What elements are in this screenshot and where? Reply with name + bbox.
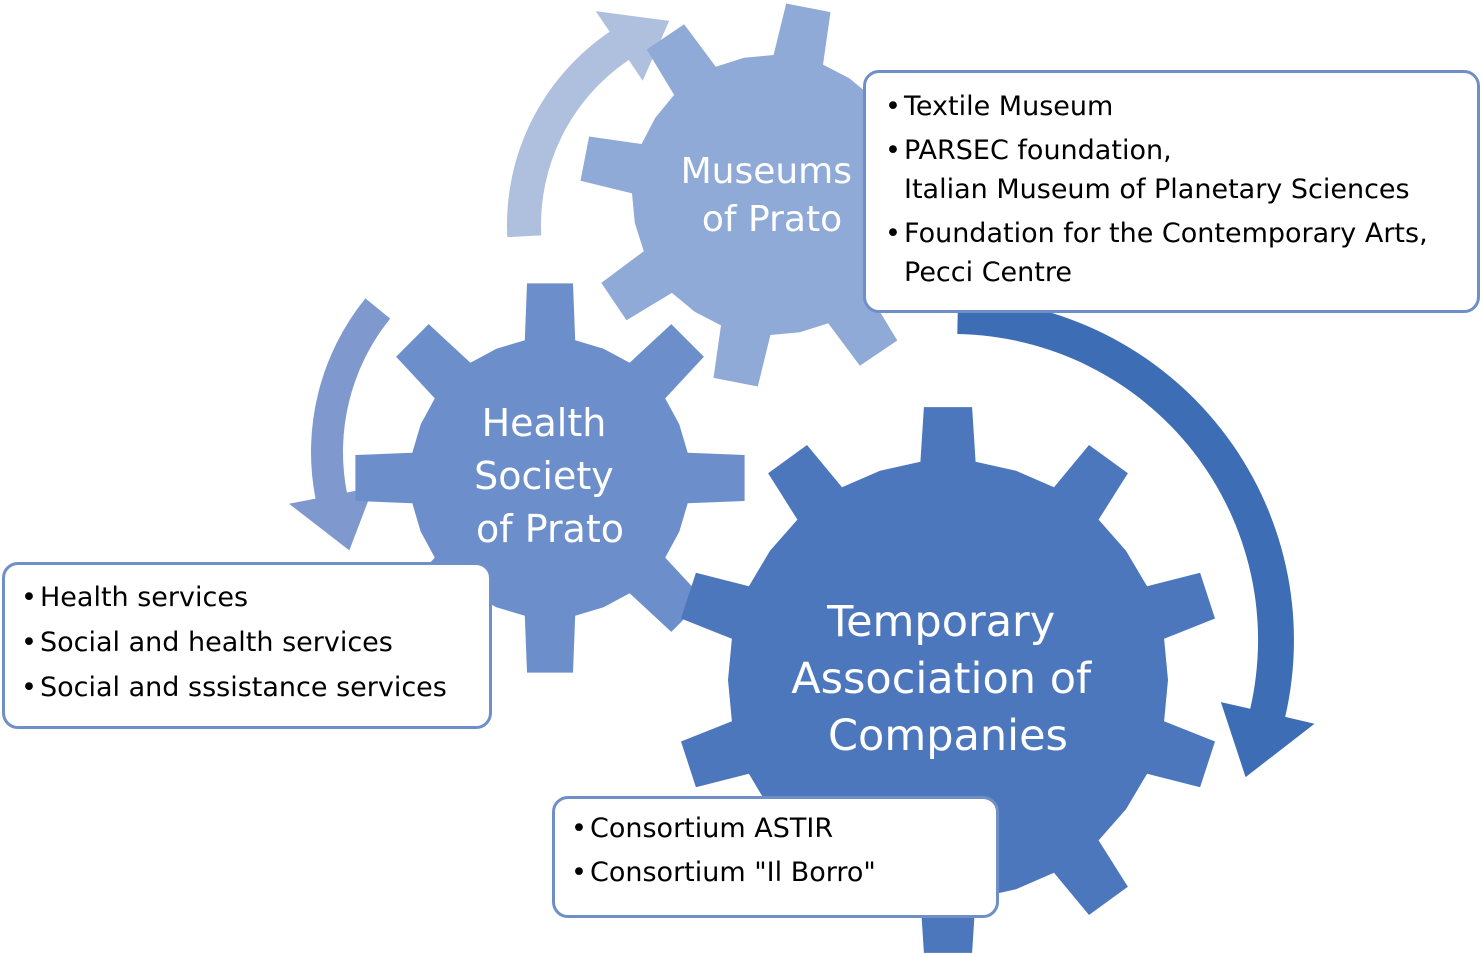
list-item: Social and health services bbox=[21, 623, 481, 662]
list-item-line: Health services bbox=[40, 582, 249, 613]
list-item: Health services bbox=[21, 578, 481, 617]
list-item: Consortium ASTIR bbox=[571, 809, 988, 848]
gear-label-line: Society bbox=[474, 454, 614, 498]
museums-list: Textile Museum PARSEC foundation, Italia… bbox=[885, 87, 1467, 292]
museums-list-box: Textile Museum PARSEC foundation, Italia… bbox=[863, 70, 1480, 313]
gear-label-line: Temporary bbox=[826, 597, 1055, 647]
list-item: PARSEC foundation, Italian Museum of Pla… bbox=[885, 131, 1467, 209]
gear-label-line: Association of bbox=[791, 654, 1092, 704]
gear-label-line: Museums bbox=[681, 151, 852, 192]
list-item-line: Foundation for the Contemporary Arts, bbox=[904, 218, 1428, 249]
cycle-arrow-left bbox=[289, 298, 391, 551]
temporary-association-list: Consortium ASTIR Consortium "Il Borro" bbox=[571, 809, 988, 892]
list-item-line: Pecci Centre bbox=[904, 257, 1072, 288]
health-list: Health services Social and health servic… bbox=[21, 578, 481, 707]
list-item-line: Italian Museum of Planetary Sciences bbox=[904, 174, 1410, 205]
list-item: Textile Museum bbox=[885, 87, 1467, 126]
list-item-line: Social and health services bbox=[40, 627, 393, 658]
list-item-line: PARSEC foundation, bbox=[904, 135, 1172, 166]
gear-label-health: Health Society of Prato bbox=[474, 401, 626, 551]
list-item-line: Consortium "Il Borro" bbox=[590, 857, 876, 888]
gear-label-line: of Prato bbox=[476, 507, 624, 551]
gear-label-line: Health bbox=[482, 401, 607, 445]
list-item-line: Social and sssistance services bbox=[40, 672, 447, 703]
gear-label-line: Companies bbox=[828, 711, 1068, 761]
gear-label-line: of Prato bbox=[702, 199, 842, 240]
list-item-line: Consortium ASTIR bbox=[590, 813, 834, 844]
list-item: Foundation for the Contemporary Arts, Pe… bbox=[885, 214, 1467, 292]
gear-label-temporary: Temporary Association of Companies bbox=[791, 597, 1105, 761]
list-item-line: Textile Museum bbox=[904, 91, 1114, 122]
list-item: Social and sssistance services bbox=[21, 668, 481, 707]
cycle-arrow-right bbox=[957, 298, 1315, 778]
temporary-association-list-box: Consortium ASTIR Consortium "Il Borro" bbox=[552, 796, 999, 918]
gear-label-museums: Museums of Prato bbox=[681, 151, 864, 240]
health-list-box: Health services Social and health servic… bbox=[2, 562, 492, 729]
list-item: Consortium "Il Borro" bbox=[571, 853, 988, 892]
cycle-arrow-top bbox=[506, 11, 670, 238]
